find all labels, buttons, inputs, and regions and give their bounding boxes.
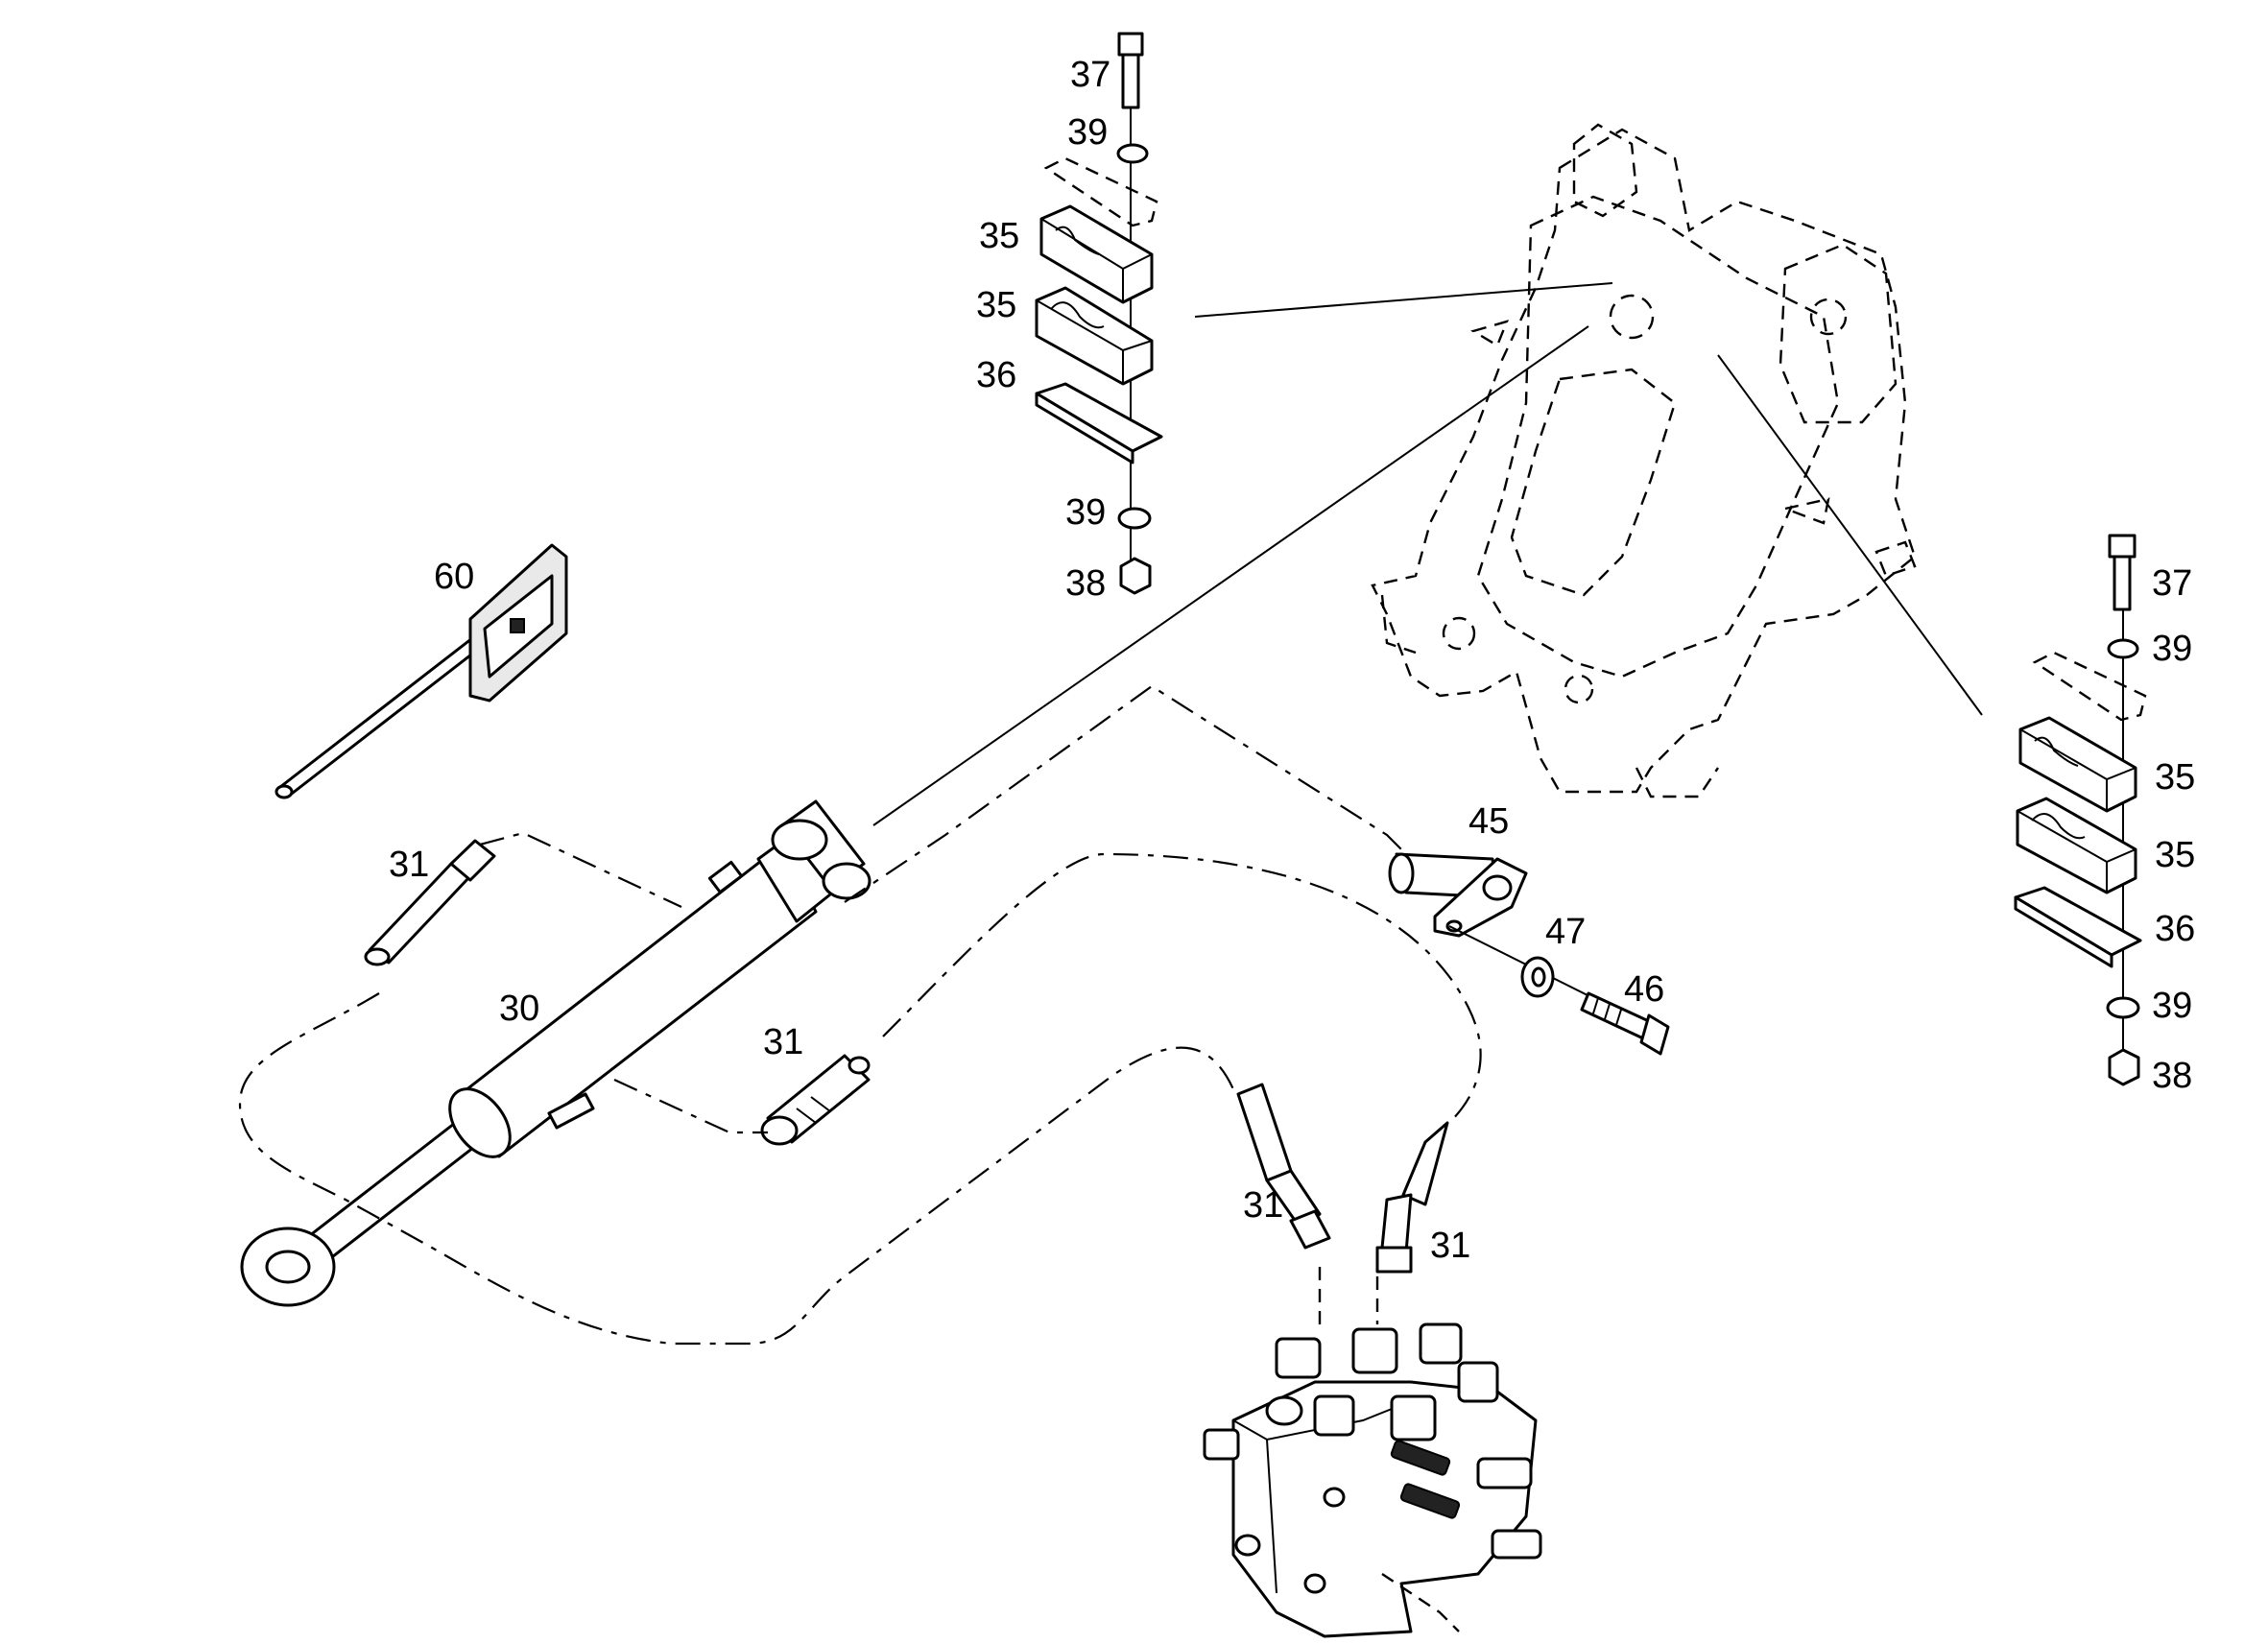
nut-38-right (2108, 1048, 2140, 1086)
top-clamp-assembly (1035, 32, 1163, 595)
leader-clamp-right-to-frame (1717, 354, 1983, 716)
hose-fitting-31-d (1375, 1121, 1449, 1274)
label-47: 47 (1545, 912, 1586, 952)
label-31-b: 31 (763, 1022, 803, 1062)
bolt-46 (1580, 991, 1670, 1056)
clamp-half-35-top-a (1039, 204, 1154, 304)
label-37-top: 37 (1070, 55, 1110, 95)
right-clamp-assembly (2014, 534, 2147, 1086)
hose-fitting-31-c (1236, 1083, 1331, 1250)
label-36-right: 36 (2155, 909, 2195, 949)
clamp-half-35-top-b (1035, 286, 1154, 386)
label-60: 60 (434, 557, 474, 597)
hose-fitting-31-a (364, 839, 496, 966)
label-30: 30 (499, 989, 539, 1029)
leader-clamp-top-to-frame (1194, 282, 1613, 318)
washer-39-right-b (2106, 996, 2140, 1019)
washer-39-right-a (2107, 638, 2139, 659)
label-39-right-a: 39 (2152, 629, 2192, 669)
plate-36-top (1035, 382, 1163, 465)
label-39-right-b: 39 (2152, 986, 2192, 1026)
label-35-right-a: 35 (2155, 757, 2195, 798)
plate-36-right (2014, 886, 2142, 968)
bolt-37-top (1117, 32, 1144, 109)
washer-39-top-b (1117, 507, 1152, 530)
dashed-plate-top (1043, 156, 1158, 227)
hose-fitting-31-b (760, 1054, 871, 1146)
label-46: 46 (1624, 969, 1664, 1010)
bolt-37-right (2108, 534, 2137, 611)
loader-frame (1371, 123, 1917, 798)
pin-axis-line (1448, 925, 1594, 999)
washer-39-top-a (1116, 143, 1149, 164)
part-60-bracket-rod (275, 543, 568, 799)
leader-cylinder-to-frame (872, 325, 1589, 826)
label-39-top-b: 39 (1065, 492, 1106, 533)
label-37-right: 37 (2152, 563, 2192, 604)
label-35-right-b: 35 (2155, 835, 2195, 875)
dashed-plate-right (2032, 651, 2147, 722)
nut-38-top (1119, 557, 1152, 595)
label-31-d: 31 (1430, 1226, 1470, 1266)
label-31-a: 31 (389, 845, 429, 885)
clamp-half-35-right-a (2018, 716, 2137, 813)
washer-47 (1520, 956, 1555, 998)
label-35-top-a: 35 (979, 216, 1019, 256)
callout-labels: 37 39 35 35 36 39 38 60 31 30 31 45 47 4… (389, 55, 2195, 1266)
label-39-top-a: 39 (1067, 112, 1108, 153)
label-38-right: 38 (2152, 1056, 2192, 1096)
hydraulic-cylinder-30 (240, 799, 871, 1307)
clamp-half-35-right-b (2016, 797, 2137, 894)
label-45: 45 (1468, 801, 1509, 842)
label-38-top: 38 (1065, 563, 1106, 604)
pin-45 (1388, 852, 1528, 938)
hose-routes (238, 684, 1482, 1346)
label-36-top: 36 (976, 355, 1016, 395)
label-35-top-b: 35 (976, 285, 1016, 325)
control-valve-block (1203, 1322, 1542, 1638)
label-31-c: 31 (1243, 1185, 1283, 1226)
